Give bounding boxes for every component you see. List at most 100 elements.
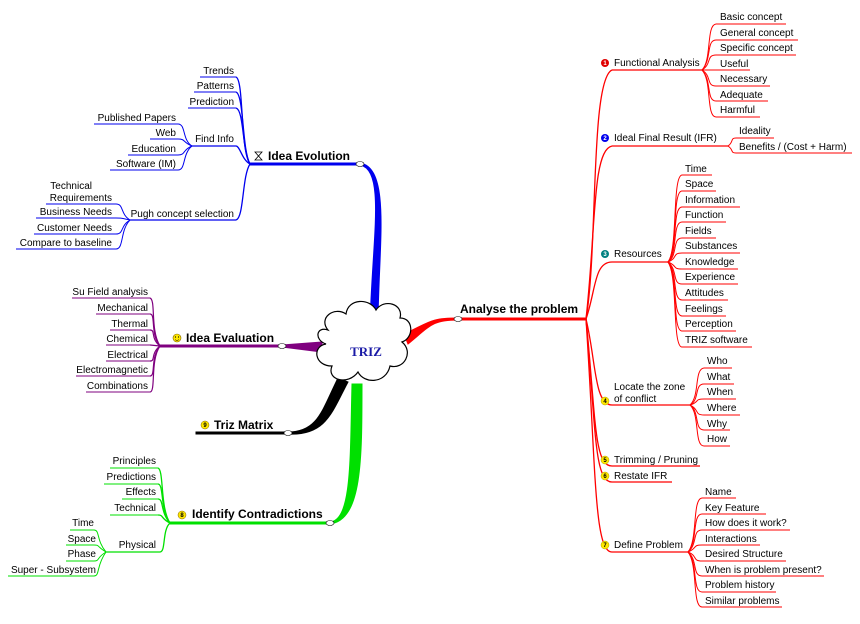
list-item[interactable]: Business Needs	[36, 207, 116, 219]
topic-idea-evolution[interactable]: Idea Evolution	[254, 149, 350, 163]
list-item[interactable]: Where	[704, 403, 740, 416]
list-item[interactable]: Useful	[716, 59, 750, 71]
svg-text:Information: Information	[685, 195, 735, 206]
analyse-node-cap	[453, 316, 463, 322]
svg-text:Space: Space	[685, 179, 714, 190]
topic-analyse-the-problem[interactable]: Analyse the problem	[460, 302, 578, 316]
list-item[interactable]: When	[704, 387, 736, 400]
list-item[interactable]: Adequate	[716, 90, 768, 102]
central-topic-label: TRIZ	[350, 344, 382, 359]
topic-trimming-pruning[interactable]: 5 Trimming / Pruning	[600, 455, 700, 467]
topic-restate-ifr[interactable]: 6 Restate IFR	[600, 471, 672, 483]
list-item[interactable]: Function	[682, 210, 726, 223]
topic-idea-evaluation[interactable]: Idea Evaluation	[172, 331, 274, 345]
list-item[interactable]: How does it work?	[702, 518, 790, 531]
ideal-final-result-label: Ideal Final Result (IFR)	[614, 133, 717, 144]
list-item[interactable]: Published Papers	[94, 113, 178, 125]
svg-text:Experience: Experience	[685, 272, 735, 283]
list-item[interactable]: Experience	[682, 272, 738, 285]
number-badge-5-label: 5	[603, 458, 607, 464]
list-item[interactable]: Knowledge	[682, 257, 738, 270]
list-item[interactable]: Desired Structure	[702, 549, 786, 562]
list-item[interactable]: Space	[682, 179, 716, 192]
locate-zone-connectors	[689, 367, 705, 447]
topic-ideal-final-result[interactable]: 2 Ideal Final Result (IFR)	[601, 133, 728, 147]
topic-find-info[interactable]: Find Info	[192, 134, 236, 147]
pugh-connectors	[115, 203, 131, 250]
svg-text:Problem history: Problem history	[705, 580, 774, 591]
topic-define-problem[interactable]: 7 Define Problem	[600, 540, 688, 553]
list-item[interactable]: Technical	[110, 503, 158, 516]
list-item[interactable]: Thermal	[110, 319, 150, 331]
list-item[interactable]: Combinations	[86, 381, 150, 393]
topic-pugh-concept-selection[interactable]: Pugh concept selection	[130, 209, 236, 221]
list-item[interactable]: Time	[70, 518, 94, 531]
topic-triz-matrix[interactable]: 9 Triz Matrix	[200, 418, 274, 432]
list-item[interactable]: How	[704, 434, 730, 447]
topic-physical[interactable]: Physical	[106, 540, 160, 553]
list-item[interactable]: Trends	[200, 66, 236, 78]
idea-evolution-title: Idea Evolution	[268, 149, 350, 163]
svg-text:Web: Web	[156, 128, 177, 139]
list-item[interactable]: Su Field analysis	[72, 287, 150, 299]
list-item[interactable]: What	[704, 372, 734, 385]
topic-functional-analysis[interactable]: 1 Functional Analysis	[601, 58, 702, 71]
list-item[interactable]: Ideality	[736, 126, 774, 139]
list-item[interactable]: Effects	[122, 487, 158, 500]
list-item[interactable]: Perception	[682, 319, 736, 332]
list-item[interactable]: Interactions	[702, 534, 760, 546]
list-item[interactable]: Education	[128, 144, 178, 156]
topic-identify-contradictions[interactable]: 8 Identify Contradictions	[177, 507, 323, 521]
list-item[interactable]: Feelings	[682, 304, 726, 317]
list-item[interactable]: Software (IM)	[110, 159, 178, 171]
list-item[interactable]: Time	[682, 164, 712, 176]
list-item[interactable]: Technical Requirements	[46, 181, 116, 205]
central-topic[interactable]: TRIZ	[316, 300, 412, 381]
list-item[interactable]: General concept	[716, 28, 798, 41]
list-item[interactable]: Predictions	[104, 472, 158, 485]
list-item[interactable]: Compare to baseline	[16, 238, 116, 250]
list-item[interactable]: Electrical	[106, 350, 150, 362]
topic-resources[interactable]: 3 Resources	[601, 249, 668, 263]
list-item[interactable]: Specific concept	[716, 43, 796, 56]
list-item[interactable]: Attitudes	[682, 288, 728, 301]
list-item[interactable]: Chemical	[106, 334, 150, 346]
number-badge-2	[601, 134, 609, 142]
list-item[interactable]: When is problem present?	[702, 565, 824, 577]
svg-text:How: How	[707, 434, 728, 445]
svg-text:When: When	[707, 387, 733, 398]
list-item[interactable]: Harmful	[716, 105, 760, 118]
idea-evaluation-connectors	[149, 297, 161, 393]
number-badge-1	[601, 59, 609, 67]
list-item[interactable]: Principles	[110, 456, 158, 469]
list-item[interactable]: Substances	[682, 241, 740, 254]
list-item[interactable]: Benefits / (Cost + Harm)	[736, 142, 852, 154]
identify-contradictions-title: Identify Contradictions	[192, 507, 323, 521]
list-item[interactable]: Basic concept	[716, 12, 786, 25]
list-item[interactable]: Space	[66, 534, 96, 546]
list-item[interactable]: Key Feature	[702, 503, 766, 515]
svg-text:Requirements: Requirements	[50, 193, 112, 204]
list-item[interactable]: Super - Subsystem	[8, 565, 96, 577]
list-item[interactable]: Information	[682, 195, 740, 208]
svg-text:Attitudes: Attitudes	[685, 288, 724, 299]
list-item[interactable]: Fields	[682, 226, 716, 239]
list-item[interactable]: Customer Needs	[34, 223, 116, 235]
topic-locate-zone-of-conflict[interactable]: 4 Locate the zone of conflict	[600, 382, 690, 406]
list-item[interactable]: Who	[704, 356, 732, 369]
list-item[interactable]: Problem history	[702, 580, 776, 593]
svg-text:Substances: Substances	[685, 241, 737, 252]
list-item[interactable]: Mechanical	[96, 303, 150, 315]
list-item[interactable]: Electromagnetic	[76, 365, 150, 377]
list-item[interactable]: Why	[704, 419, 730, 431]
list-item[interactable]: Phase	[66, 549, 96, 562]
list-item[interactable]: Patterns	[194, 81, 236, 93]
list-item[interactable]: Prediction	[188, 97, 236, 109]
list-item[interactable]: Similar problems	[702, 596, 782, 608]
list-item[interactable]: TRIZ software	[682, 335, 752, 348]
hourglass-icon	[254, 151, 263, 161]
list-item[interactable]: Name	[702, 487, 736, 499]
ifr-connectors	[727, 137, 737, 154]
list-item[interactable]: Necessary	[716, 74, 770, 87]
list-item[interactable]: Web	[150, 128, 178, 140]
